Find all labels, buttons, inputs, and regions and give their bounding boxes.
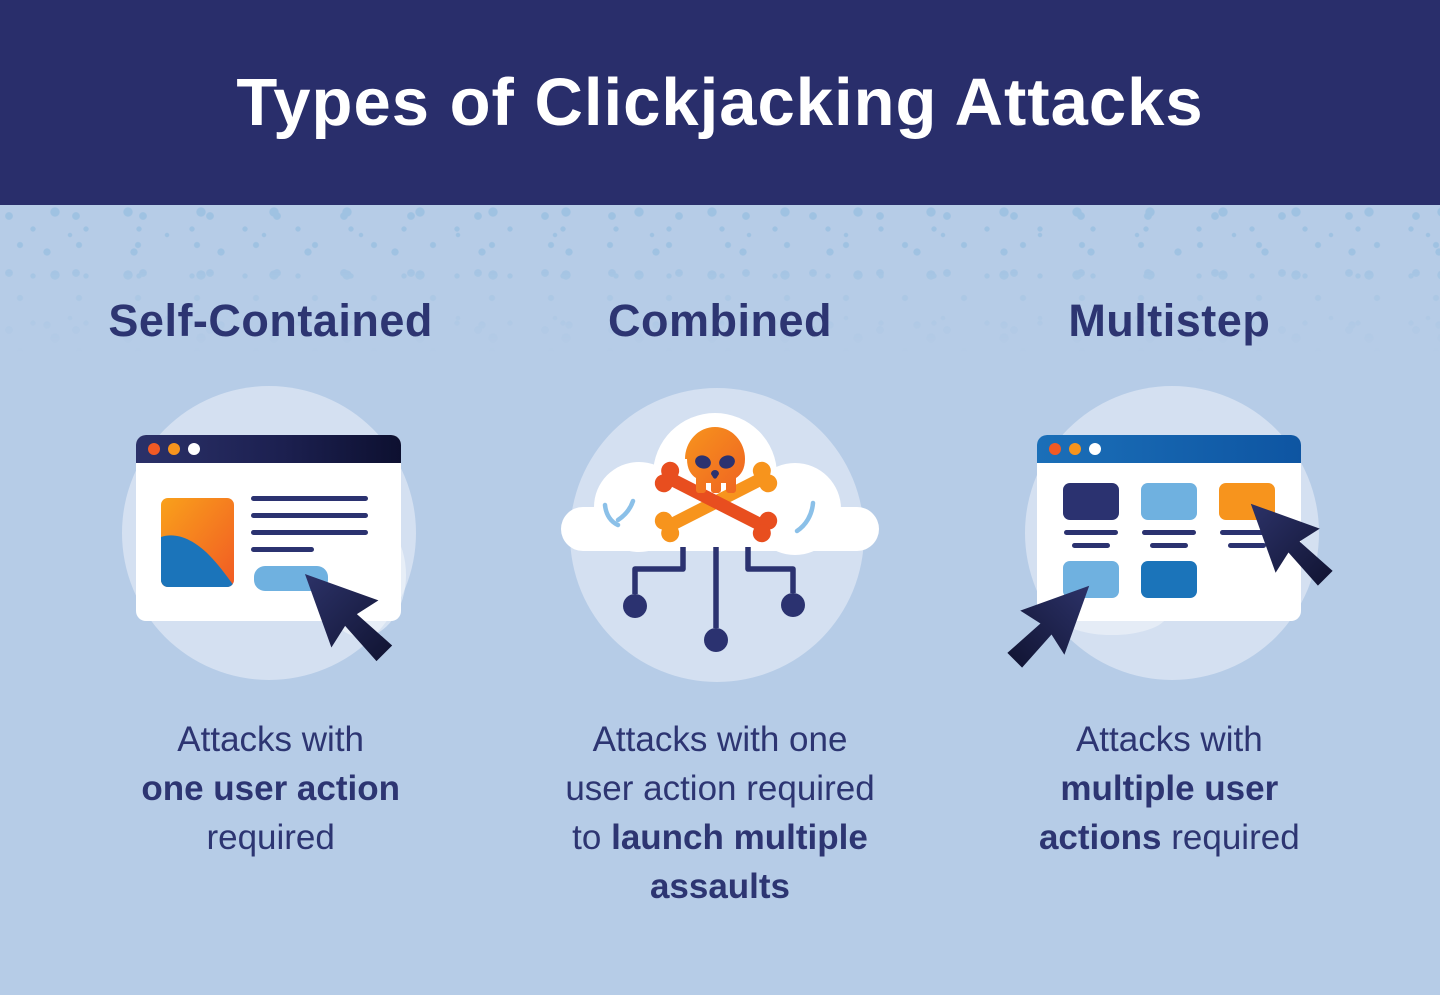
skull-icon [684,427,745,493]
self-contained-illustration [106,383,436,683]
content-tiles-row1 [1063,483,1276,520]
cursor-icon [304,573,392,662]
titlebar-dot [1089,443,1102,455]
browser-titlebar [1037,435,1302,463]
multistep-illustration [1004,383,1334,683]
cursor-icon [1007,585,1090,668]
skull-cloud-network-icon [560,388,879,682]
column-multistep: Multistep [945,295,1394,911]
content-tile [1063,483,1120,520]
header-banner: Types of Clickjacking Attacks [0,0,1440,205]
speckle-texture [0,205,1440,365]
bone-icon [654,461,778,543]
skull-eyes [695,455,735,479]
network-lines [632,547,796,628]
cloud-accent-curves [602,498,816,534]
column-heading: Multistep [1068,295,1271,346]
content-tile [1141,561,1198,598]
image-wave-shape [160,535,234,587]
column-heading: Combined [607,295,832,346]
column-heading: Self-Contained [108,295,433,346]
cursor-icon [1251,503,1333,586]
content-tiles-row2 [1063,561,1198,598]
browser-multi-click-icon [1007,386,1333,680]
titlebar-dot [147,443,160,455]
browser-one-click-icon [121,386,416,680]
titlebar-dot [187,443,200,455]
browser-titlebar [135,435,401,463]
titlebar-dot [1069,443,1082,455]
hero-image [160,498,234,587]
columns-row: Self-Contained [0,205,1440,911]
text-lines [1064,530,1275,548]
content-tile [1063,561,1120,598]
network-nodes [622,593,805,652]
column-combined: Combined [495,295,944,911]
content-tile [1141,483,1198,520]
combined-illustration [555,383,885,683]
titlebar-dot [167,443,180,455]
text-lines [250,496,368,552]
titlebar-dot [1049,443,1062,455]
column-self-contained: Self-Contained [46,295,495,911]
skull-nose [710,470,719,479]
page-title: Types of Clickjacking Attacks [236,65,1204,140]
